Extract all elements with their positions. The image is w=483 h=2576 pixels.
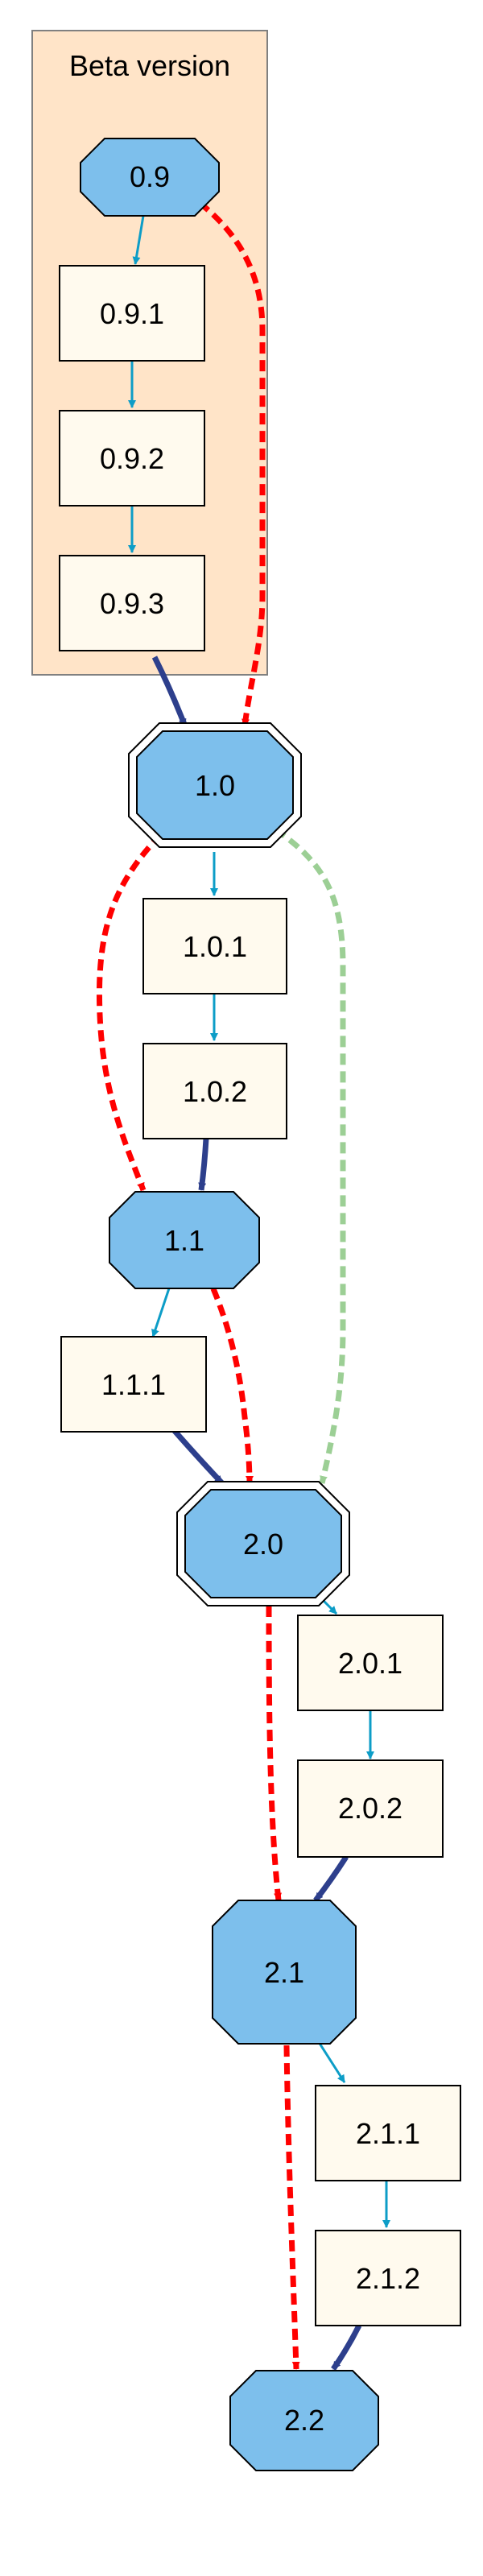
nodes: 0.9 0.9.1 0.9.2 0.9.3 1.0 1.0.1 bbox=[59, 138, 461, 2471]
node-0-9-1[interactable]: 0.9.1 bbox=[59, 265, 205, 362]
edge-1-0-to-1-1-red bbox=[97, 832, 163, 1192]
node-label: 2.1.1 bbox=[356, 2117, 420, 2150]
node-1-0[interactable]: 1.0 bbox=[128, 722, 302, 848]
edge-1-0-2-to-1-1 bbox=[198, 1138, 209, 1191]
node-2-0-1[interactable]: 2.0.1 bbox=[297, 1615, 444, 1711]
node-1-0-2[interactable]: 1.0.2 bbox=[142, 1043, 287, 1139]
node-label: 1.0.2 bbox=[183, 1075, 247, 1108]
node-label: 1.1.1 bbox=[101, 1368, 166, 1401]
edge-1-1-to-2-0-red bbox=[203, 1271, 254, 1484]
edge-1-1-to-1-1-1 bbox=[151, 1288, 171, 1338]
node-2-2[interactable]: 2.2 bbox=[229, 2370, 379, 2471]
node-0-9-3[interactable]: 0.9.3 bbox=[59, 555, 205, 651]
node-label: 0.9.2 bbox=[100, 442, 164, 475]
edge-2-1-to-2-2-red bbox=[283, 2045, 300, 2370]
node-label: 2.2 bbox=[284, 2404, 324, 2437]
node-0-9[interactable]: 0.9 bbox=[80, 138, 220, 217]
node-2-0[interactable]: 2.0 bbox=[176, 1481, 350, 1606]
cluster-label: Beta version bbox=[69, 49, 230, 82]
node-label: 2.0 bbox=[243, 1528, 283, 1561]
edge-0-9-3-to-1-0 bbox=[151, 655, 188, 728]
node-2-0-2[interactable]: 2.0.2 bbox=[297, 1759, 444, 1858]
node-1-1-1[interactable]: 1.1.1 bbox=[60, 1336, 207, 1433]
node-1-0-1[interactable]: 1.0.1 bbox=[142, 898, 287, 994]
node-1-1[interactable]: 1.1 bbox=[109, 1191, 260, 1289]
node-label: 2.1 bbox=[264, 1956, 304, 1989]
edge-1-1-1-to-2-0 bbox=[171, 1428, 225, 1486]
node-label: 1.0.1 bbox=[183, 930, 247, 963]
node-label: 2.0.2 bbox=[338, 1792, 402, 1825]
node-label: 2.1.2 bbox=[356, 2262, 420, 2295]
node-2-1-2[interactable]: 2.1.2 bbox=[315, 2230, 461, 2326]
node-label: 1.0 bbox=[195, 769, 235, 802]
node-label: 0.9.1 bbox=[100, 297, 164, 330]
node-label: 0.9 bbox=[130, 160, 170, 193]
node-label: 1.1 bbox=[164, 1224, 204, 1257]
edge-0-9-to-1-0-red bbox=[197, 201, 266, 727]
node-2-1-1[interactable]: 2.1.1 bbox=[315, 2085, 461, 2181]
node-2-1[interactable]: 2.1 bbox=[212, 1900, 357, 2045]
edge-0-9-to-0-9-1 bbox=[132, 215, 145, 265]
node-label: 2.0.1 bbox=[338, 1647, 402, 1680]
edge-2-0-to-2-1-red bbox=[266, 1587, 282, 1901]
node-0-9-2[interactable]: 0.9.2 bbox=[59, 410, 205, 507]
node-label: 0.9.3 bbox=[100, 587, 164, 620]
edge-2-1-2-to-2-2 bbox=[331, 2324, 362, 2371]
edge-1-0-to-2-0-green bbox=[274, 827, 346, 1484]
edge-2-0-2-to-2-1 bbox=[313, 1855, 349, 1903]
edge-2-1-to-2-1-1 bbox=[317, 2041, 346, 2083]
